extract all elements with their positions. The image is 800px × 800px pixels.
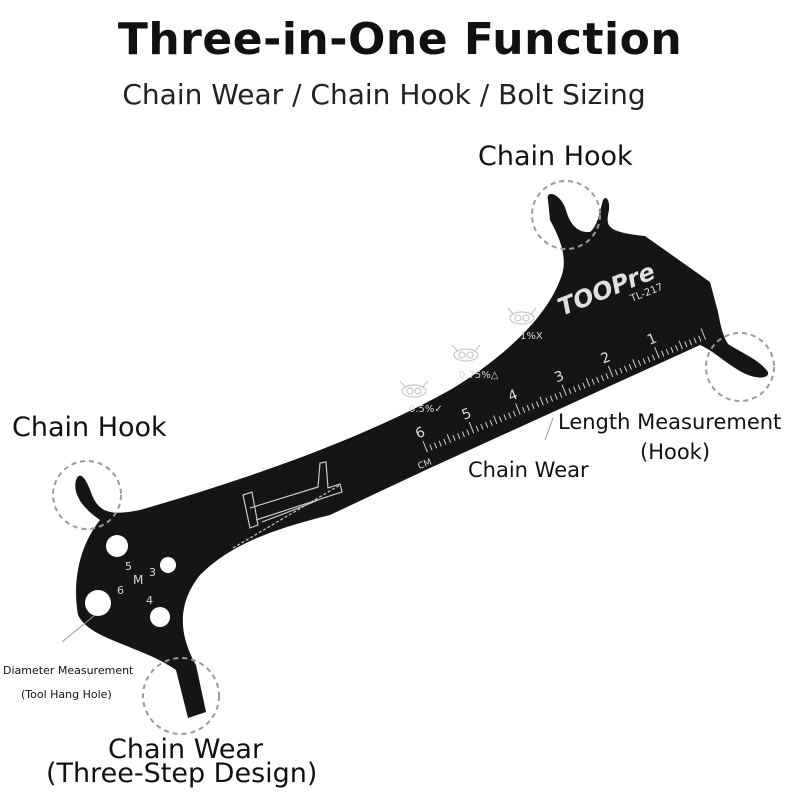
- callout-chain-wear-bottom: Chain Wear: [108, 734, 264, 765]
- ruler-tick: [493, 415, 498, 425]
- ruler-tick: [443, 438, 447, 445]
- bolt-size-4: 4: [146, 594, 153, 607]
- ruler-unit: CM: [417, 458, 434, 473]
- ruler-tick: [596, 376, 600, 383]
- ruler-tick: [637, 360, 642, 367]
- ruler-tick: [693, 337, 697, 344]
- ruler-tick: [489, 420, 493, 426]
- ruler-tick: [522, 406, 526, 413]
- ruler-tick: [561, 384, 567, 396]
- ruler-tick: [461, 431, 465, 438]
- callout-length-measurement: Length Measurement: [558, 410, 782, 434]
- ruler-tick: [688, 339, 693, 346]
- svg-text:0.5%✓: 0.5%✓: [409, 404, 443, 415]
- ruler-tick: [675, 345, 679, 352]
- ruler-tick: [624, 365, 628, 372]
- ruler-tick: [480, 423, 484, 430]
- callout-circle-hook-right: [705, 332, 775, 402]
- bolt-size-6: 6: [117, 584, 124, 597]
- callout-three-step-design: (Three-Step Design): [46, 758, 318, 789]
- callout-chain-hook-left: Chain Hook: [12, 412, 167, 443]
- ruler-tick: [545, 397, 549, 404]
- tool-body: [75, 194, 769, 718]
- ruler-tick: [526, 405, 530, 411]
- ruler-tick: [605, 373, 609, 380]
- ruler-tick: [508, 412, 512, 419]
- ruler-tick: [651, 354, 656, 361]
- chain-illustration: [232, 461, 343, 549]
- svg-text:0.75%△: 0.75%△: [459, 370, 499, 381]
- bolt-hole-6: [85, 590, 111, 616]
- ruler-tick: [433, 442, 438, 449]
- wear-mark-1: 1%X: [507, 307, 543, 342]
- ruler-tick: [591, 378, 595, 385]
- ruler-tick: [670, 346, 674, 353]
- ruler-tick: [503, 414, 507, 421]
- ruler-tick: [654, 347, 660, 359]
- bolt-hole-4: [150, 607, 170, 627]
- ruler-tick: [700, 328, 707, 340]
- wear-mark-05: 0.5%✓: [399, 380, 443, 415]
- bolt-hole-3: [160, 557, 176, 573]
- ruler-tick: [642, 358, 646, 365]
- callout-chain-wear-middle: Chain Wear: [468, 458, 589, 482]
- callout-tool-hang-hole: (Tool Hang Hole): [21, 688, 112, 701]
- bolt-size-m: M: [133, 573, 143, 587]
- svg-text:1%X: 1%X: [520, 331, 543, 342]
- ruler-tick: [429, 444, 433, 451]
- page-subtitle: Chain Wear / Chain Hook / Bolt Sizing: [122, 78, 646, 111]
- bolt-size-3: 3: [149, 566, 156, 579]
- ruler-tick: [531, 403, 535, 410]
- ruler-tick: [468, 421, 475, 434]
- callout-circle-hook-top: [531, 180, 601, 250]
- callout-circle-wear-bottom: [142, 657, 220, 735]
- wear-mark-075: 0.75%△: [451, 344, 499, 381]
- callout-diameter-measurement: Diameter Measurement: [3, 664, 134, 677]
- ruler-tick: [498, 416, 503, 423]
- pointer-line-diameter: [61, 614, 96, 643]
- ruler-tick: [475, 425, 479, 432]
- bolt-size-5: 5: [125, 560, 132, 573]
- ruler-tick: [647, 356, 651, 363]
- ruler-tick: [573, 386, 577, 393]
- ruler-tick: [559, 391, 563, 398]
- callout-chain-hook-top: Chain Hook: [478, 141, 633, 172]
- ruler-tick: [484, 421, 489, 428]
- ruler-tick: [554, 393, 558, 400]
- ruler-tick: [678, 340, 683, 350]
- ruler-tick: [422, 440, 428, 453]
- ruler-tick: [457, 433, 461, 440]
- ruler-tick: [628, 363, 632, 370]
- ruler-tick: [582, 382, 586, 389]
- pointer-line-length: [544, 417, 554, 441]
- ruler-tick: [452, 435, 456, 441]
- ruler-tick: [684, 341, 688, 348]
- ruler-tick: [661, 350, 665, 357]
- ruler-tick: [619, 367, 623, 374]
- callout-length-hook: (Hook): [640, 440, 711, 464]
- ruler-tick: [549, 395, 554, 402]
- ruler-tick: [535, 401, 540, 408]
- callout-circle-hook-left: [52, 460, 122, 530]
- ruler-tick: [698, 335, 702, 342]
- page-title: Three-in-One Function: [117, 14, 683, 65]
- ruler-tick: [607, 365, 614, 378]
- ruler-tick: [665, 348, 669, 355]
- ruler-tick: [600, 375, 605, 382]
- ruler-tick: [512, 410, 516, 417]
- ruler-tick: [568, 388, 572, 395]
- ruler-tick: [539, 396, 544, 406]
- ruler-tick: [585, 377, 591, 387]
- bolt-hole-5: [106, 535, 128, 557]
- ruler-tick: [515, 403, 521, 415]
- ruler-tick: [632, 359, 637, 368]
- ruler-tick: [446, 434, 452, 443]
- ruler-tick: [438, 440, 442, 447]
- ruler-tick: [614, 369, 618, 376]
- ruler-tick: [577, 384, 581, 391]
- ruler-tick: [466, 429, 470, 436]
